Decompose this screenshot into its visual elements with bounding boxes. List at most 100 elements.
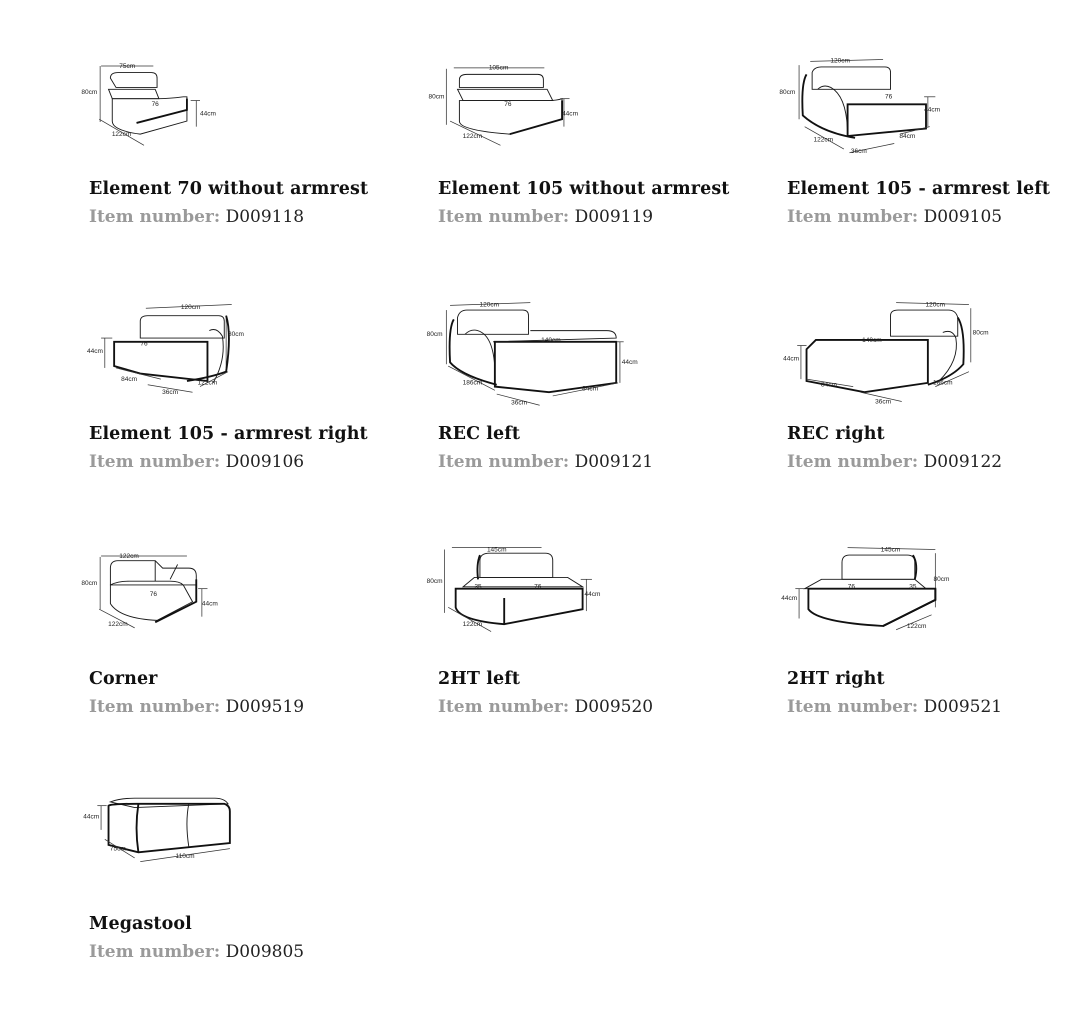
dimension-label: 44cm	[562, 110, 578, 117]
dimension-label: 44cm	[924, 107, 940, 114]
element-105-drawing: 105cm 80cm 76 44cm 122cm	[429, 52, 637, 164]
item-number-line: Item number: D009519	[89, 697, 304, 717]
dimension-label: 120cm	[181, 304, 201, 311]
dimension-label: 76	[150, 591, 158, 598]
item-number-line: Item number: D009105	[787, 207, 1002, 227]
dimension-label: 140cm	[541, 337, 561, 344]
dimension-label: 80cm	[429, 94, 445, 101]
megastool-drawing: 44cm 75cm 110cm	[83, 787, 288, 899]
dimension-label: 36cm	[851, 148, 867, 155]
technical-drawing: 145cm 80cm 35 76 44cm 122cm	[427, 546, 600, 632]
item-number-label: Item number:	[787, 697, 919, 717]
dimension-label: 122cm	[108, 621, 128, 628]
technical-drawing: 120cm 80cm 140cm 44cm 186cm 84cm 36cm	[427, 301, 638, 406]
product-name: Element 105 without armrest	[438, 179, 730, 199]
item-number-label: Item number:	[787, 452, 919, 472]
dimension-label: 35	[909, 584, 917, 591]
2ht-right-drawing: 145cm 80cm 76 35 44cm 122cm	[781, 542, 986, 654]
dimension-label: 44cm	[584, 591, 600, 598]
item-number-value: D009118	[225, 207, 305, 227]
product-name: Element 105 - armrest right	[89, 424, 368, 444]
element-105-armrest-right-drawing: 120cm 80cm 76 44cm 84cm 36cm 122cm	[87, 297, 288, 409]
dimension-label: 44cm	[783, 355, 799, 362]
dimension-label: 110cm	[176, 853, 195, 860]
product-name: Element 105 - armrest left	[787, 179, 1051, 199]
dimension-label: 44cm	[87, 348, 103, 355]
item-number-label: Item number:	[89, 207, 221, 227]
dimension-label: 75cm	[110, 845, 126, 852]
dimension-label: 122cm	[119, 553, 139, 560]
dimension-label: 80cm	[427, 578, 443, 585]
item-number-line: Item number: D009118	[89, 207, 304, 227]
item-number-label: Item number:	[89, 452, 221, 472]
dimension-label: 80cm	[228, 331, 244, 338]
dimension-label: 44cm	[83, 814, 99, 821]
dimension-label: 84cm	[582, 385, 598, 392]
dimension-label: 36cm	[162, 389, 178, 396]
dimension-label: 120cm	[830, 57, 850, 64]
dimension-label: 122cm	[907, 623, 927, 630]
technical-drawing: 75cm 80cm 76 44cm 122cm	[81, 63, 216, 146]
dimension-label: 75cm	[119, 63, 135, 70]
dimension-label: 35	[474, 584, 482, 591]
item-number-line: Item number: D009121	[438, 452, 653, 472]
dimension-label: 145cm	[487, 546, 507, 553]
technical-drawing: 105cm 80cm 76 44cm 122cm	[429, 65, 578, 146]
dimension-label: 44cm	[622, 359, 638, 366]
item-number-value: D009121	[574, 452, 654, 472]
dimension-label: 80cm	[973, 329, 989, 336]
item-number-label: Item number:	[89, 697, 221, 717]
item-number-label: Item number:	[89, 942, 221, 962]
product-name: REC right	[787, 424, 885, 444]
item-number-value: D009520	[574, 697, 654, 717]
dimension-label: 44cm	[200, 110, 216, 117]
item-number-value: D009519	[225, 697, 305, 717]
dimension-label: 122cm	[463, 621, 483, 628]
dimension-label: 36cm	[875, 398, 891, 405]
item-number-value: D009122	[923, 452, 1003, 472]
element-70-drawing: 75cm 80cm 76 44cm 122cm	[81, 52, 288, 164]
item-number-line: Item number: D009106	[89, 452, 304, 472]
dimension-label: 80cm	[81, 89, 97, 96]
dimension-label: 80cm	[427, 331, 443, 338]
item-number-line: Item number: D009119	[438, 207, 653, 227]
dimension-label: 44cm	[781, 595, 797, 602]
product-name: 2HT left	[438, 669, 521, 689]
rec-right-drawing: 120cm 80cm 140cm 44cm 84cm 36cm 186cm	[783, 297, 989, 409]
item-number-line: Item number: D009520	[438, 697, 653, 717]
item-number-label: Item number:	[438, 452, 570, 472]
dimension-label: 84cm	[121, 376, 137, 383]
product-name: Corner	[89, 669, 158, 689]
product-name: REC left	[438, 424, 521, 444]
dimension-label: 80cm	[779, 89, 795, 96]
item-number-line: Item number: D009805	[89, 942, 304, 962]
item-number-value: D009805	[225, 942, 305, 962]
dimension-label: 186cm	[933, 380, 953, 387]
dimension-label: 80cm	[933, 576, 949, 583]
item-number-line: Item number: D009521	[787, 697, 1002, 717]
dimension-label: 145cm	[881, 546, 901, 553]
dimension-label: 140cm	[862, 337, 882, 344]
dimension-label: 76	[848, 584, 856, 591]
dimension-label: 84cm	[899, 133, 915, 140]
dimension-label: 122cm	[112, 131, 132, 138]
product-name: Element 70 without armrest	[89, 179, 369, 199]
technical-drawing: 120cm 80cm 76 44cm 122cm 84cm 36cm	[779, 57, 940, 155]
dimension-label: 76	[152, 101, 160, 108]
rec-left-drawing: 120cm 80cm 140cm 44cm 186cm 84cm 36cm	[427, 297, 638, 409]
dimension-label: 76	[504, 101, 512, 108]
dimension-label: 186cm	[463, 380, 483, 387]
dimension-label: 120cm	[479, 301, 499, 308]
dimension-label: 76	[140, 341, 148, 348]
item-number-value: D009105	[923, 207, 1003, 227]
technical-drawing: 145cm 80cm 76 35 44cm 122cm	[781, 546, 949, 631]
item-number-value: D009521	[923, 697, 1003, 717]
